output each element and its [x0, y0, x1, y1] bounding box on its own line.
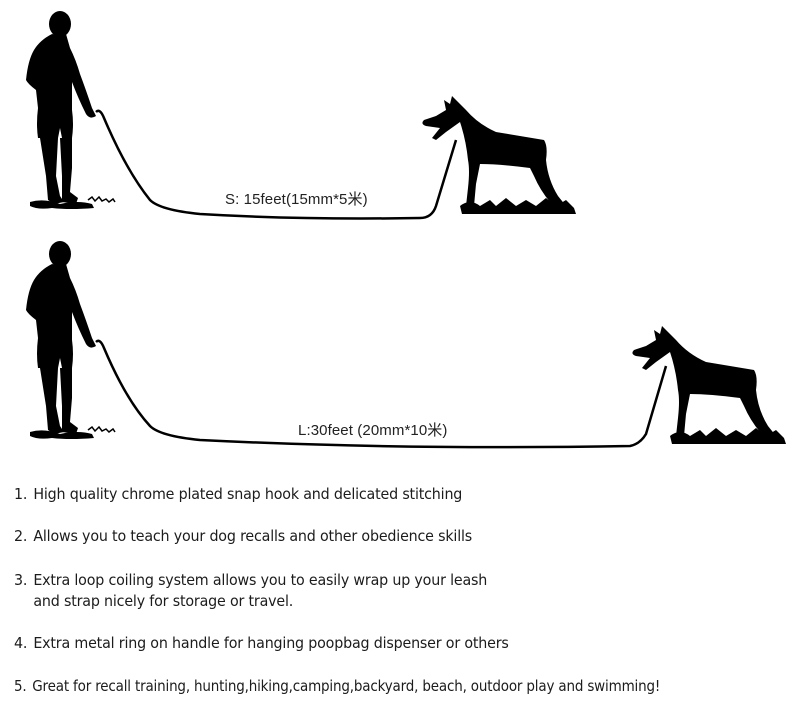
scene-small-leash: S: 15feet(15mm*5米): [0, 0, 790, 230]
small-leash-illustration: [26, 11, 576, 220]
leash-line: [95, 339, 668, 449]
feature-item-2: 2. Allows you to teach your dog recalls a…: [14, 527, 472, 545]
feature-text: Allows you to teach your dog recalls and…: [33, 527, 473, 545]
person-silhouette-icon: [26, 11, 116, 209]
leash-line: [95, 109, 458, 220]
feature-number: 1.: [14, 485, 28, 503]
size-label-large: L:30feet (20mm*10米): [298, 422, 448, 439]
feature-number: 5.: [14, 677, 27, 695]
feature-item-1: 1. High quality chrome plated snap hook a…: [14, 485, 462, 503]
feature-text: Great for recall training, hunting,hikin…: [32, 677, 661, 695]
feature-number: 2.: [14, 527, 28, 545]
feature-item-4: 4. Extra metal ring on handle for hanging…: [14, 634, 509, 652]
feature-number: 4.: [14, 634, 28, 652]
feature-text: Extra loop coiling system allows you to …: [33, 571, 488, 589]
feature-item-3: 3. Extra loop coiling system allows you t…: [14, 570, 487, 612]
feature-number: 3.: [14, 571, 28, 589]
feature-item-5: 5. Great for recall training, hunting,hik…: [14, 677, 660, 695]
feature-text: Extra metal ring on handle for hanging p…: [33, 634, 509, 652]
person-silhouette-icon: [26, 241, 116, 439]
size-label-small: S: 15feet(15mm*5米): [225, 191, 368, 208]
feature-text-continuation: and strap nicely for storage or travel.: [33, 592, 294, 610]
feature-text: High quality chrome plated snap hook and…: [33, 485, 463, 503]
large-leash-illustration: [26, 241, 786, 449]
scene-large-leash: L:30feet (20mm*10米): [0, 230, 790, 460]
doberman-dog-icon: [422, 96, 576, 214]
doberman-dog-icon: [632, 326, 786, 444]
